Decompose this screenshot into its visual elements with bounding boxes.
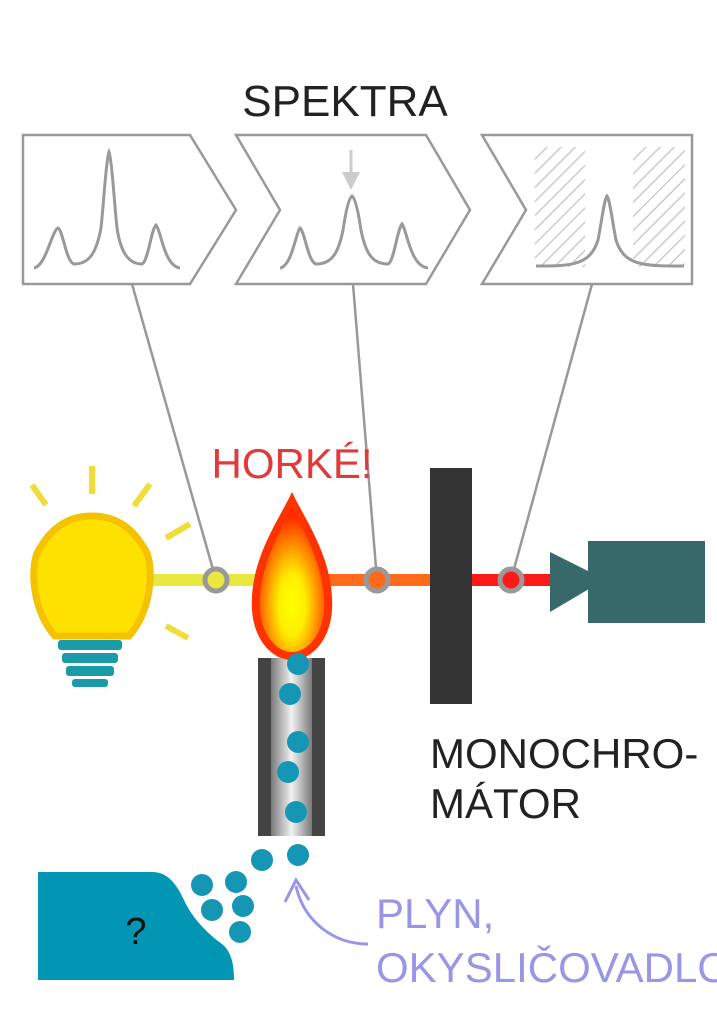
droplet <box>232 895 254 917</box>
gas-label-line2: OKYSLIČOVADLO <box>376 944 717 991</box>
probe-point-3 <box>497 566 525 594</box>
probe-point-2 <box>363 566 391 594</box>
droplet <box>251 849 273 871</box>
droplet <box>287 844 309 866</box>
hatched-region-right <box>633 147 685 267</box>
droplet <box>225 871 247 893</box>
spectrum-panel-3 <box>479 133 694 286</box>
flame-icon <box>251 492 333 660</box>
droplets <box>191 653 309 943</box>
connector-line-2 <box>351 283 379 581</box>
down-arrow-icon <box>342 150 360 190</box>
lamp-icon <box>29 466 192 687</box>
droplet <box>287 731 309 753</box>
sample-question-mark: ? <box>125 911 146 953</box>
droplet <box>287 653 309 675</box>
gas-arrow-icon <box>283 876 369 946</box>
spectrum-panel-1 <box>21 133 238 286</box>
spectrum-curve-2 <box>279 194 429 270</box>
droplet <box>201 899 223 921</box>
probe-point-1 <box>202 566 230 594</box>
droplet <box>229 921 251 943</box>
beam-yellow <box>145 574 255 586</box>
hot-warning-label: HORKÉ! <box>211 440 372 487</box>
monochromator-label-line2: MÁTOR <box>430 780 581 827</box>
monochromator-label-line1: MONOCHRO- <box>430 730 698 777</box>
gas-label-line1: PLYN, <box>376 890 494 937</box>
droplet <box>285 801 307 823</box>
spectrum-curve-1 <box>33 147 181 270</box>
detector-icon <box>550 541 705 623</box>
title-spektra: SPEKTRA <box>242 77 448 126</box>
monochromator-block <box>430 468 472 704</box>
connector-line-1 <box>130 283 218 581</box>
sample-container: ? <box>38 872 234 980</box>
spectrum-panel-2 <box>233 133 472 286</box>
connector-line-3 <box>509 283 594 581</box>
droplet <box>277 761 299 783</box>
hatched-region-left <box>535 147 585 267</box>
droplet <box>191 874 213 896</box>
droplet <box>279 683 301 705</box>
spectrum-curve-3 <box>535 193 685 268</box>
